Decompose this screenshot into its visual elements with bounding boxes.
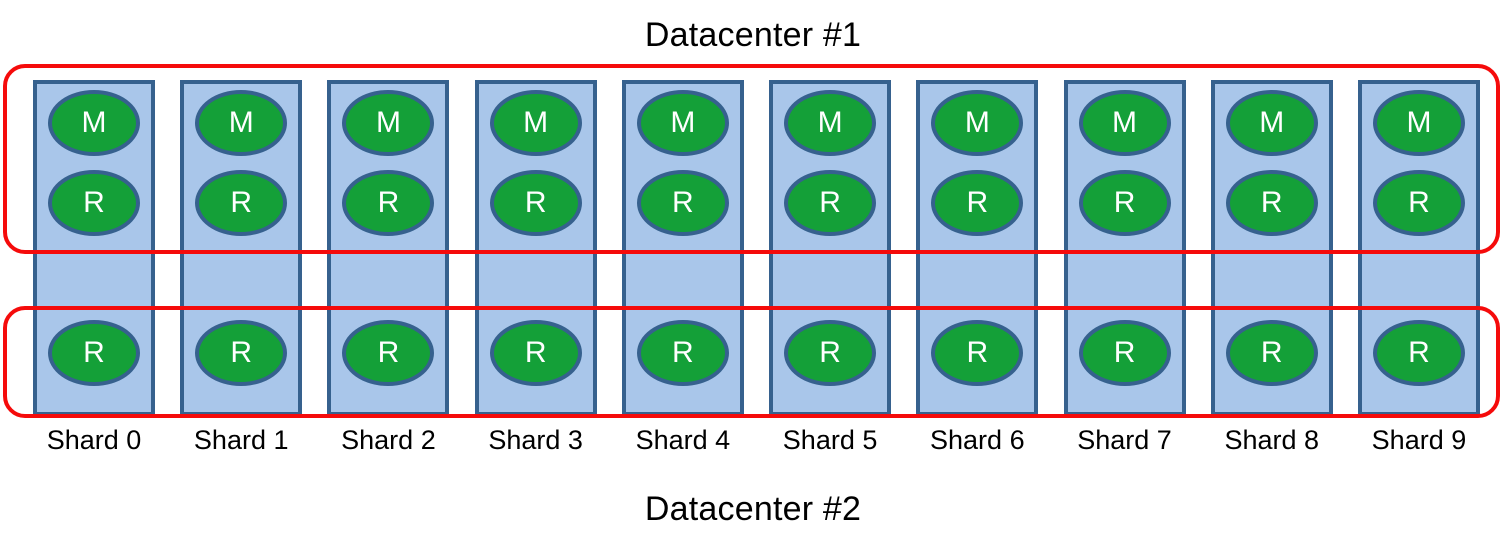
replica-node[interactable]: R xyxy=(636,170,729,236)
datacenter-2-node-zone: R xyxy=(626,320,740,386)
shard-label: Shard 8 xyxy=(1224,425,1320,455)
datacenter-2-node-zone: R xyxy=(1068,320,1182,386)
replica-node[interactable]: R xyxy=(1225,170,1318,236)
datacenter-2-node-zone: R xyxy=(331,320,445,386)
replica-node[interactable]: R xyxy=(931,170,1024,236)
shard-label: Shard 0 xyxy=(46,425,142,455)
master-node[interactable]: M xyxy=(636,90,729,156)
master-node[interactable]: M xyxy=(342,90,435,156)
replica-node[interactable]: R xyxy=(1225,320,1318,386)
replica-node[interactable]: R xyxy=(636,320,729,386)
replica-node[interactable]: R xyxy=(195,320,288,386)
master-node[interactable]: M xyxy=(48,90,140,156)
shard-label: Shard 9 xyxy=(1371,425,1467,455)
datacenter-2-node-zone: R xyxy=(37,320,151,386)
replica-node[interactable]: R xyxy=(1078,170,1171,236)
replica-node[interactable]: R xyxy=(48,320,140,386)
master-node[interactable]: M xyxy=(489,90,582,156)
shard-label: Shard 4 xyxy=(635,425,731,455)
replica-node[interactable]: R xyxy=(342,170,435,236)
master-node[interactable]: M xyxy=(1078,90,1171,156)
shard-labels-row: Shard 0 Shard 1 Shard 2 Shard 3 Shard 4 Shard… xyxy=(33,427,1480,454)
replica-node[interactable]: R xyxy=(1078,320,1171,386)
datacenter-2-title: Datacenter #2 xyxy=(644,490,862,528)
shard-label: Shard 5 xyxy=(782,425,878,455)
master-node[interactable]: M xyxy=(1225,90,1318,156)
datacenter-2-node-zone: R xyxy=(1215,320,1329,386)
shard-label: Shard 2 xyxy=(341,425,436,455)
master-node[interactable]: M xyxy=(931,90,1024,156)
shard-label: Shard 7 xyxy=(1077,425,1172,455)
shard-label: Shard 3 xyxy=(488,425,583,455)
datacenter-1-title: Datacenter #1 xyxy=(644,16,862,54)
replica-node[interactable]: R xyxy=(195,170,288,236)
replica-node[interactable]: R xyxy=(1372,320,1465,386)
datacenter-2-node-zone: R xyxy=(184,320,298,386)
master-node[interactable]: M xyxy=(784,90,877,156)
replica-node[interactable]: R xyxy=(931,320,1024,386)
replica-node[interactable]: R xyxy=(489,170,582,236)
master-node[interactable]: M xyxy=(1372,90,1465,156)
replica-node[interactable]: R xyxy=(48,170,140,236)
replica-node[interactable]: R xyxy=(784,170,877,236)
replica-node[interactable]: R xyxy=(784,320,877,386)
replica-node[interactable]: R xyxy=(342,320,435,386)
datacenter-2-node-zone: R xyxy=(920,320,1034,386)
replica-node[interactable]: R xyxy=(1372,170,1465,236)
replica-node[interactable]: R xyxy=(489,320,582,386)
shard-label: Shard 6 xyxy=(930,425,1025,455)
datacenter-2-node-zone: R xyxy=(773,320,887,386)
master-node[interactable]: M xyxy=(195,90,288,156)
shard-label: Shard 1 xyxy=(193,425,289,455)
datacenter-2-node-zone: R xyxy=(479,320,593,386)
datacenter-2-node-zone: R xyxy=(1362,320,1476,386)
